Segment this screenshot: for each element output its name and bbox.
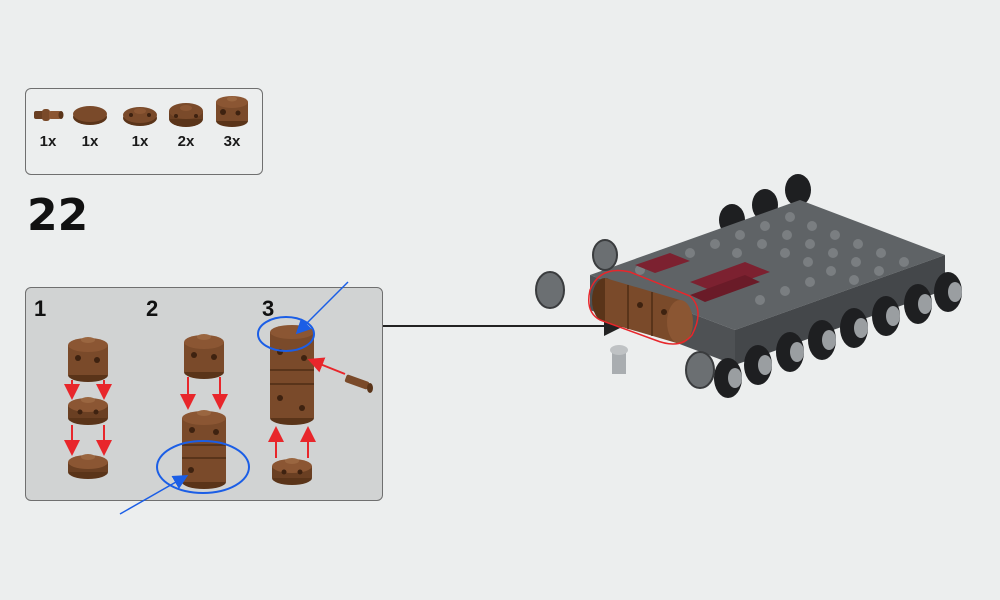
substep-label-1: 1 bbox=[34, 296, 47, 321]
axle-pin-icon bbox=[34, 109, 64, 121]
part-qty: 1x bbox=[39, 133, 57, 150]
part-round-tile: 1x bbox=[70, 99, 110, 150]
part-qty: 3x bbox=[223, 133, 241, 150]
round-tile-icon bbox=[73, 106, 107, 125]
part-qty: 1x bbox=[131, 133, 149, 150]
substep-label-2: 2 bbox=[146, 296, 159, 321]
round-plate-icon bbox=[123, 107, 157, 126]
substep-label-3: 3 bbox=[262, 296, 275, 321]
part-qty: 1x bbox=[81, 133, 99, 150]
new-brown-assembly bbox=[588, 269, 699, 345]
step-number: 22 bbox=[27, 190, 89, 241]
wheel-row bbox=[714, 272, 962, 398]
round-plate-holes-icon bbox=[169, 103, 203, 127]
parts-list: 1x 1x 1x 2x bbox=[25, 88, 263, 175]
part-round-plate-holes: 2x bbox=[166, 99, 206, 150]
substep-2-parts bbox=[119, 334, 250, 515]
substep-1-parts bbox=[64, 337, 112, 479]
substep-3-parts bbox=[257, 281, 373, 485]
part-axle-pin: 1x bbox=[28, 99, 68, 150]
part-qty: 2x bbox=[177, 133, 195, 150]
round-brick-icon bbox=[216, 96, 248, 127]
part-round-brick: 3x bbox=[212, 96, 252, 150]
main-model bbox=[535, 174, 962, 398]
part-round-plate: 1x bbox=[120, 99, 160, 150]
